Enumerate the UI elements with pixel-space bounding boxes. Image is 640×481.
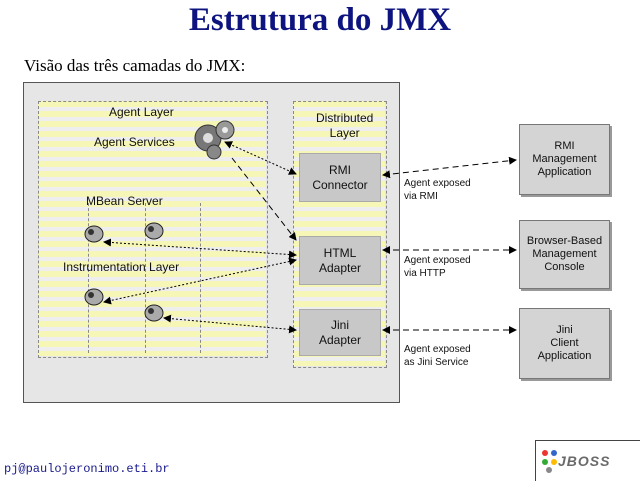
html-adapter-box: HTML Adapter xyxy=(299,236,381,285)
slide-title: Estrutura do JMX xyxy=(188,2,452,38)
diagram-frame: Agent Layer Agent Services MBean Server … xyxy=(23,82,400,403)
distributed-layer-title: Distributed Layer xyxy=(316,111,374,140)
instrumentation-layer-label: Instrumentation Layer xyxy=(63,260,180,274)
jini-adapter-box: Jini Adapter xyxy=(299,309,381,356)
column-divider xyxy=(200,203,201,353)
rmi-management-client: RMI Management Application xyxy=(519,124,610,195)
footer-email: pj@paulojeronimo.eti.br xyxy=(4,462,170,476)
mbean-server-label: MBean Server xyxy=(86,194,163,208)
logo-dots-icon xyxy=(542,450,557,473)
agent-services-label: Agent Services xyxy=(94,135,175,149)
column-divider xyxy=(88,203,89,353)
rmi-connector-box: RMI Connector xyxy=(299,153,381,202)
http-exposure-label: Agent exposed via HTTP xyxy=(404,255,471,279)
slide-subtitle: Visão das três camadas do JMX: xyxy=(24,56,246,75)
arrow-rmi-client xyxy=(382,156,517,179)
rmi-exposure-label: Agent exposed via RMI xyxy=(404,178,471,202)
agent-layer-title: Agent Layer xyxy=(109,105,174,119)
jini-client-application: Jini Client Application xyxy=(519,308,610,379)
jini-exposure-label: Agent exposed as Jini Service xyxy=(404,344,471,368)
jboss-logo: JBOSS xyxy=(535,440,640,481)
browser-management-console: Browser-Based Management Console xyxy=(519,220,610,289)
column-divider xyxy=(145,203,146,353)
logo-text: JBOSS xyxy=(558,453,611,469)
